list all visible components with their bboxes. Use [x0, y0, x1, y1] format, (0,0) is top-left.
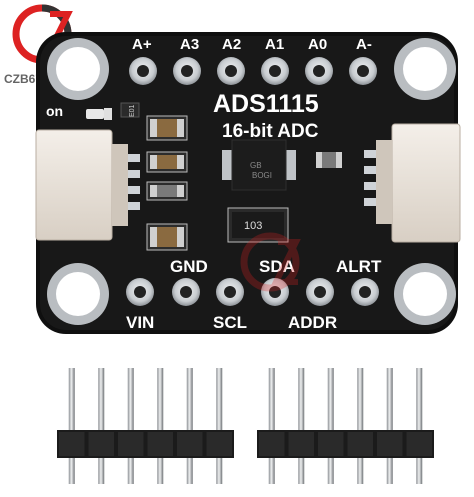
header-segment	[177, 432, 203, 456]
pin-label-addr: ADDR	[288, 313, 337, 332]
pin-header-right	[257, 368, 434, 484]
header-pin	[416, 368, 423, 484]
header-pin	[127, 368, 134, 484]
header-pin	[327, 368, 334, 484]
header-segment	[377, 432, 403, 456]
smd-components	[146, 115, 342, 251]
watermark-overlay-icon	[240, 232, 301, 292]
bottom-pin-pads	[126, 278, 379, 306]
pin-label-a0: A0	[308, 36, 327, 53]
header-pin	[98, 368, 105, 484]
pin-label-a3: A3	[180, 36, 199, 53]
header-pin	[157, 368, 164, 484]
header-pin	[68, 368, 75, 484]
header-segment	[147, 432, 173, 456]
header-pin	[216, 368, 223, 484]
chip-marking-1: GB	[250, 161, 262, 170]
mounting-hole-bottom-left	[47, 263, 109, 325]
pin-label-a-minus: A-	[356, 36, 372, 53]
pin-label-scl: SCL	[213, 313, 247, 332]
mounting-hole-top-left	[47, 38, 109, 100]
mounting-hole-top-right	[394, 38, 456, 100]
chip-marking-2: BOGI	[252, 171, 272, 180]
pin-label-alrt: ALRT	[336, 257, 382, 276]
mounting-hole-bottom-right	[394, 263, 456, 325]
stemma-connector-left	[35, 129, 140, 241]
header-segment	[406, 432, 432, 456]
header-pin	[186, 368, 193, 484]
resistor-marking: 103	[244, 220, 262, 232]
pin-label-a2: A2	[222, 36, 241, 53]
pin-label-a1: A1	[265, 36, 284, 53]
adc-chip: GB BOGI	[222, 139, 296, 191]
header-pin	[298, 368, 305, 484]
header-plastic-body	[257, 430, 434, 458]
diode-marking: E01	[129, 104, 136, 117]
pin-label-a-plus: A+	[132, 36, 152, 53]
header-segment	[259, 432, 285, 456]
power-led	[86, 109, 104, 119]
pin-label-gnd: GND	[170, 257, 208, 276]
header-segment	[347, 432, 373, 456]
header-segment	[88, 432, 114, 456]
header-pin	[268, 368, 275, 484]
pcb-board: A+ A3 A2 A1 A0 A- ADS1115 16-bit ADC on …	[35, 32, 461, 334]
header-segment	[118, 432, 144, 456]
header-plastic-body	[57, 430, 234, 458]
header-segment	[318, 432, 344, 456]
resistor-array: 103	[227, 207, 289, 243]
header-segment	[206, 432, 232, 456]
on-label: on	[46, 103, 63, 119]
header-segment	[288, 432, 314, 456]
top-pin-pads	[129, 57, 377, 85]
pin-label-vin: VIN	[126, 313, 154, 332]
pin-header-left	[57, 368, 234, 484]
board-title: ADS1115	[213, 90, 319, 118]
header-pin	[386, 368, 393, 484]
pin-label-sda: SDA	[259, 257, 295, 276]
board-subtitle: 16-bit ADC	[222, 121, 319, 142]
header-segment	[59, 432, 85, 456]
stemma-connector-right	[364, 123, 461, 243]
header-pin	[357, 368, 364, 484]
